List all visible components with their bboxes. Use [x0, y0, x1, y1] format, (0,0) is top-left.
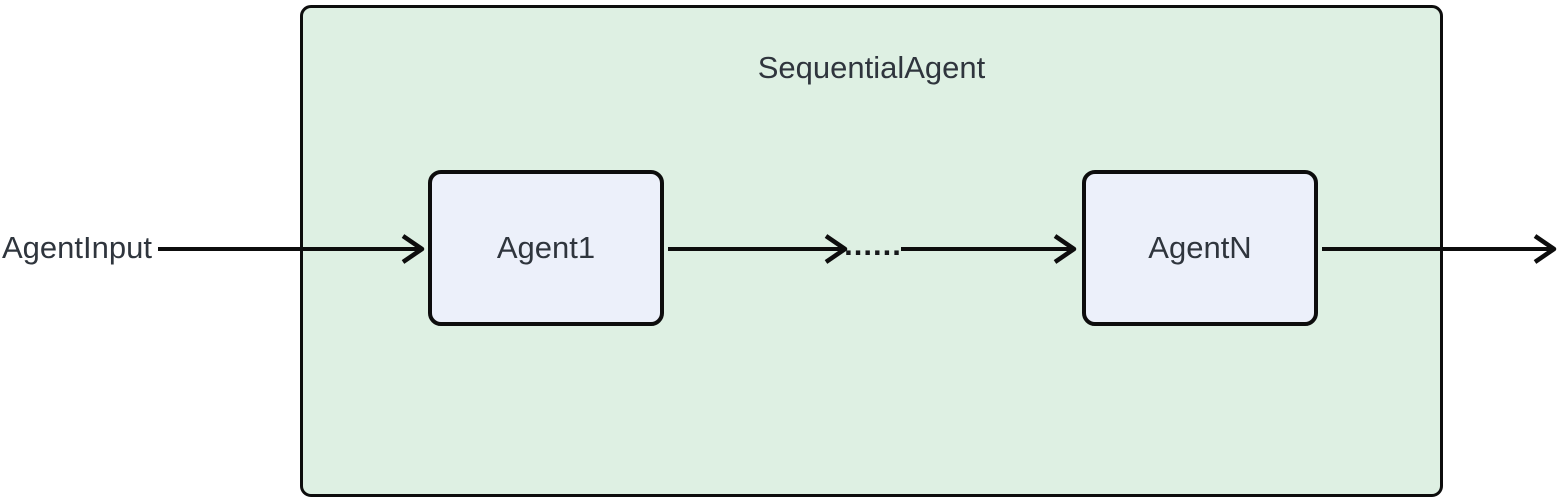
node-agentn: AgentN — [1082, 170, 1318, 326]
ellipsis-label: ...... — [844, 227, 902, 262]
node-agentn-label: AgentN — [1148, 230, 1252, 265]
sequential-agent-title: SequentialAgent — [757, 50, 986, 85]
agent-input-label: AgentInput — [2, 230, 152, 265]
node-agent1-label: Agent1 — [496, 230, 596, 265]
node-agent1: Agent1 — [428, 170, 664, 326]
